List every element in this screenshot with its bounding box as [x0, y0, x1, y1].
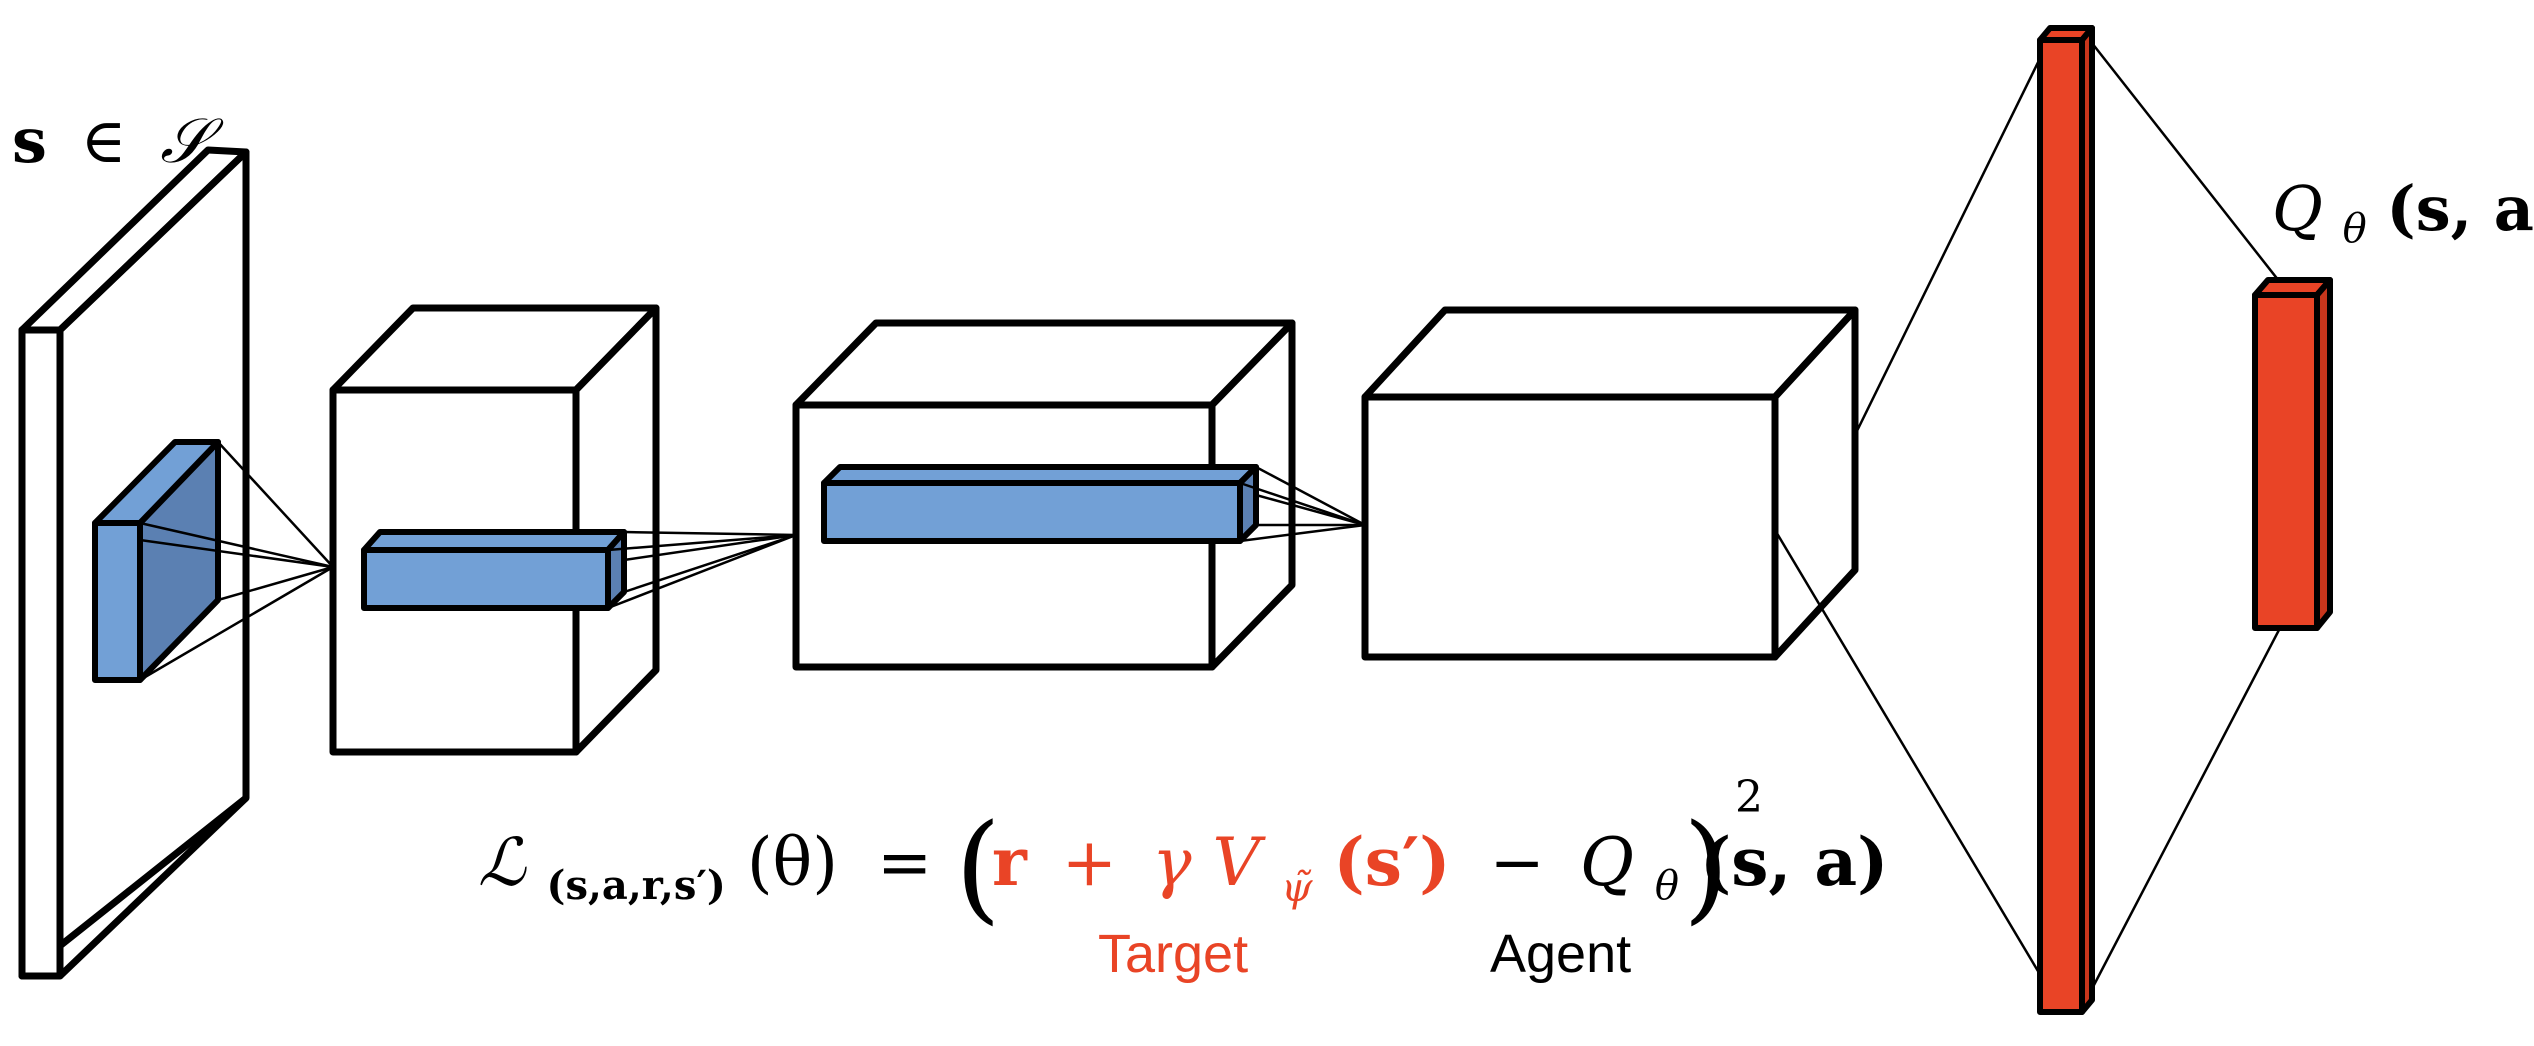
output-layer: [2252, 277, 2333, 631]
fc-connections: [1773, 37, 2291, 1009]
conv1-connections: [607, 530, 797, 610]
target-psi: ψ̃: [1281, 865, 1313, 911]
loss-minus: −: [1490, 824, 1545, 901]
target-V: V: [1213, 824, 1267, 901]
conv-layer-3: [1361, 306, 1859, 661]
target-s-prime: (s′): [1334, 823, 1451, 901]
conv1-kernel: [361, 529, 627, 611]
input-kernel-front: [92, 520, 143, 683]
loss-open-paren: (: [955, 798, 1001, 936]
loss-close-paren: ): [1683, 798, 1729, 936]
loss-subscript: (s,a,r,s′): [547, 862, 726, 909]
target-gamma: γ: [1152, 824, 1192, 901]
agent-theta: θ: [1655, 863, 1679, 909]
agent-args: (s, a): [1700, 823, 1888, 901]
loss-power: 2: [1735, 772, 1763, 823]
q-output-label: Q θ (s, a): [2272, 172, 2534, 257]
agent-Q: Q: [1580, 824, 1634, 901]
target-caption: Target: [1098, 924, 1248, 984]
loss-L: ℒ: [478, 824, 527, 901]
input-state-label: s ∈ 𝒮: [12, 104, 224, 177]
loss-equals: =: [877, 824, 932, 901]
conv2-connections: [1239, 465, 1366, 543]
svg-text:r + γ V: r + γ V ψ̃ (s′) − Q θ (s, a): [992, 823, 1888, 917]
agent-caption: Agent: [1490, 924, 1631, 984]
loss-equation: ℒ (s,a,r,s′) (θ) = ( r + γ V ψ̃ (s′) − Q…: [478, 772, 1888, 936]
target-r: r: [992, 823, 1028, 901]
target-plus: +: [1062, 824, 1117, 901]
input-connections: [139, 441, 334, 682]
fc-layer: [2037, 25, 2095, 1015]
loss-theta: (θ): [747, 824, 838, 901]
svg-text:ℒ (s,a,r,s′) (θ): ℒ (s,a,r,s′) (θ) =: [478, 824, 932, 915]
conv2-kernel: [821, 464, 1259, 544]
